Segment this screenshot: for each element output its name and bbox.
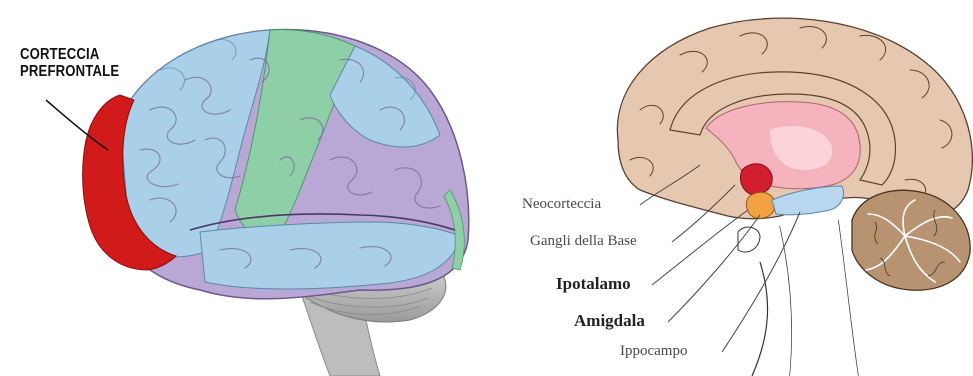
brainstem-sagittal (780, 220, 858, 376)
label-ipotalamo: Ipotalamo (556, 274, 631, 294)
label-neocorteccia: Neocorteccia (522, 196, 601, 213)
leader-ipotalamo (652, 210, 748, 285)
sagittal-brain (617, 18, 972, 376)
label-amigdala: Amigdala (574, 311, 645, 331)
label-ippocampo: Ippocampo (620, 343, 687, 360)
prefrontal-label: CORTECCIA PREFRONTALE (20, 46, 119, 80)
label-gangli-della-base: Gangli della Base (530, 233, 637, 250)
amygdala (746, 192, 774, 218)
prefrontal-label-line1: CORTECCIA (20, 46, 119, 63)
lateral-brain (83, 30, 469, 376)
hypothalamus (740, 164, 772, 195)
prefrontal-label-line2: PREFRONTALE (20, 63, 119, 80)
